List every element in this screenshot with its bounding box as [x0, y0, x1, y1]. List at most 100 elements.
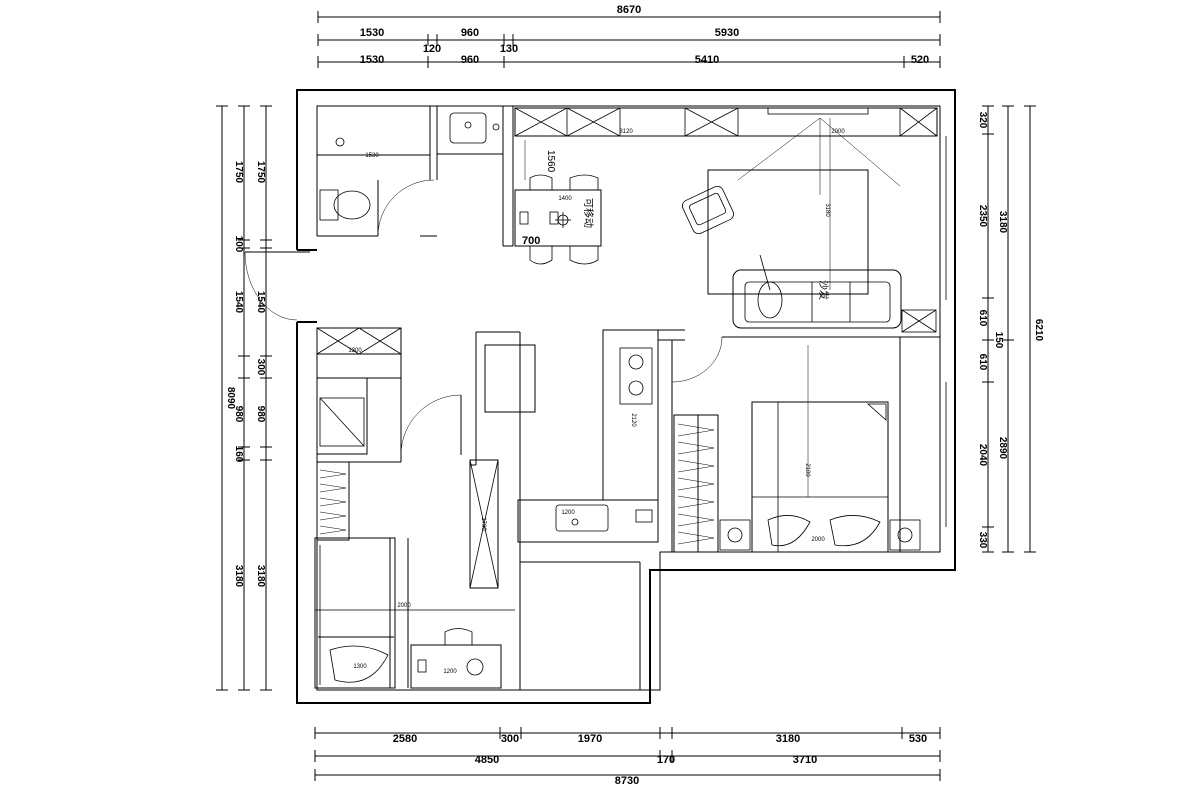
second-bed-label: 1300 [353, 664, 367, 670]
dim-top-1d: 130 [500, 43, 518, 55]
dim-right-4: 150 [993, 332, 1004, 349]
desk-chair-icon [444, 628, 473, 645]
master-bed [751, 401, 889, 553]
stove-icon [619, 347, 653, 405]
dim-top-1c: 960 [461, 27, 479, 39]
dim-top-1e: 5930 [715, 27, 739, 39]
dim-left-i5: 980 [255, 406, 266, 423]
shoe-cabinet-label: 1300 [348, 348, 362, 354]
second-bedroom: 2000 1300 1200 [314, 461, 641, 690]
side-table [901, 309, 937, 333]
wardrobe-2 [316, 461, 350, 541]
interior-walls [649, 552, 661, 703]
sofa [732, 269, 902, 329]
dim-right-7: 330 [977, 532, 988, 549]
dim-top-2d: 520 [911, 54, 929, 66]
kitchen-sink-label: 1200 [561, 510, 575, 516]
bottom-dimensions: 2580 300 1970 3180 530 4850 170 3710 873… [314, 727, 941, 787]
bathroom: 1530 [316, 105, 504, 237]
exterior-walls [244, 89, 956, 704]
dim-right-1: 320 [977, 112, 988, 129]
hangers [677, 423, 715, 545]
pillow-icon [329, 645, 389, 683]
shower-head-icon [335, 137, 345, 147]
dim-left-o1: 1750 [233, 161, 244, 184]
kitchen: 2120 1200 [470, 329, 940, 590]
dim-top-2b: 960 [461, 54, 479, 66]
dim-left-i6: 160 [233, 446, 244, 463]
toilet-bowl-icon [333, 190, 371, 220]
kitchen-counter-label: 2120 [630, 413, 636, 427]
second-wardrobe-label: 2000 [397, 603, 411, 609]
dim-left-total: 8090 [225, 387, 236, 410]
chair-icon [529, 246, 553, 265]
dining-table-label: 1400 [558, 196, 572, 202]
dim-bot-1c: 1970 [578, 733, 602, 745]
dining-table [514, 189, 602, 247]
area-rug [707, 169, 869, 295]
dining-dim-label: 1560 [545, 150, 556, 173]
dim-top-1a: 1530 [360, 27, 384, 39]
dim-top-total: 8670 [617, 4, 641, 16]
sink-counter [517, 499, 659, 543]
bath-counter-label: 1530 [365, 153, 379, 159]
right-dimensions: 320 2350 610 150 610 2040 330 3180 2890 … [977, 105, 1044, 553]
washbasin-icon [449, 112, 487, 144]
dim-right-total: 6210 [1033, 319, 1044, 342]
dim-left-i7: 3180 [255, 565, 266, 588]
dim-bot-total: 8730 [615, 775, 639, 787]
dining-note-label: 可移动 [582, 198, 595, 228]
nightstand-left [719, 519, 751, 551]
pillow-icon [767, 515, 811, 547]
armchair-icon [682, 185, 734, 235]
master-bed-label: 2100 [804, 463, 810, 477]
dim-bot-1e: 530 [909, 733, 927, 745]
master-wardrobe-label: 2000 [811, 537, 825, 543]
pillow-icon [829, 515, 881, 547]
lamp-icon [897, 527, 913, 543]
sink-icon [555, 504, 609, 532]
second-desk-label: 1200 [443, 669, 457, 675]
dim-left-i1: 1750 [255, 161, 266, 184]
wardrobe-master [673, 414, 719, 553]
dim-left-o2: 1540 [233, 291, 244, 314]
chair-icon [569, 174, 599, 190]
hangers [319, 469, 347, 535]
living-depth-label: 3180 [824, 203, 830, 217]
dim-bot-2c: 3710 [793, 754, 817, 766]
dim-right-mid-1: 3180 [997, 211, 1008, 234]
dim-right-5: 610 [977, 354, 988, 371]
person-icon [757, 281, 783, 319]
nightstand-right [889, 519, 921, 551]
dim-left-i3: 1540 [255, 291, 266, 314]
washing-machine-icon [319, 397, 365, 447]
tv-cabinet-label-2: 2000 [831, 129, 845, 135]
dim-top-1b: 120 [423, 43, 441, 55]
dim-top-2a: 1530 [360, 54, 384, 66]
dim-right-mid-2: 2890 [997, 437, 1008, 460]
living-room: 3120 2000 3180 沙发 [514, 107, 947, 333]
dim-bot-2b: 170 [657, 754, 675, 766]
dim-right-6: 2040 [977, 444, 988, 467]
toilet-tank-icon [319, 189, 339, 221]
tv-cabinet [514, 107, 938, 137]
fridge [484, 344, 536, 413]
dim-left-extra: 980 [233, 406, 244, 423]
corridor-cabinet [469, 459, 499, 589]
washer-unit [316, 377, 368, 455]
dim-top-2c: 5410 [695, 54, 719, 66]
dim-right-2: 2350 [977, 205, 988, 228]
dim-left-i2: 100 [233, 236, 244, 253]
dim-bot-2a: 4850 [475, 754, 499, 766]
tv-cabinet-label: 3120 [619, 129, 633, 135]
dim-bot-1b: 300 [501, 733, 519, 745]
master-bedroom: 2100 2000 [673, 337, 947, 553]
desk-lamp-icon [466, 658, 484, 676]
chair-icon [569, 246, 599, 265]
sofa-label: 沙发 [817, 280, 830, 300]
dining-area: 1400 700 1560 可移动 [502, 106, 602, 265]
dim-right-3: 610 [977, 310, 988, 327]
tv-icon [767, 107, 869, 115]
dim-bot-1a: 2580 [393, 733, 417, 745]
